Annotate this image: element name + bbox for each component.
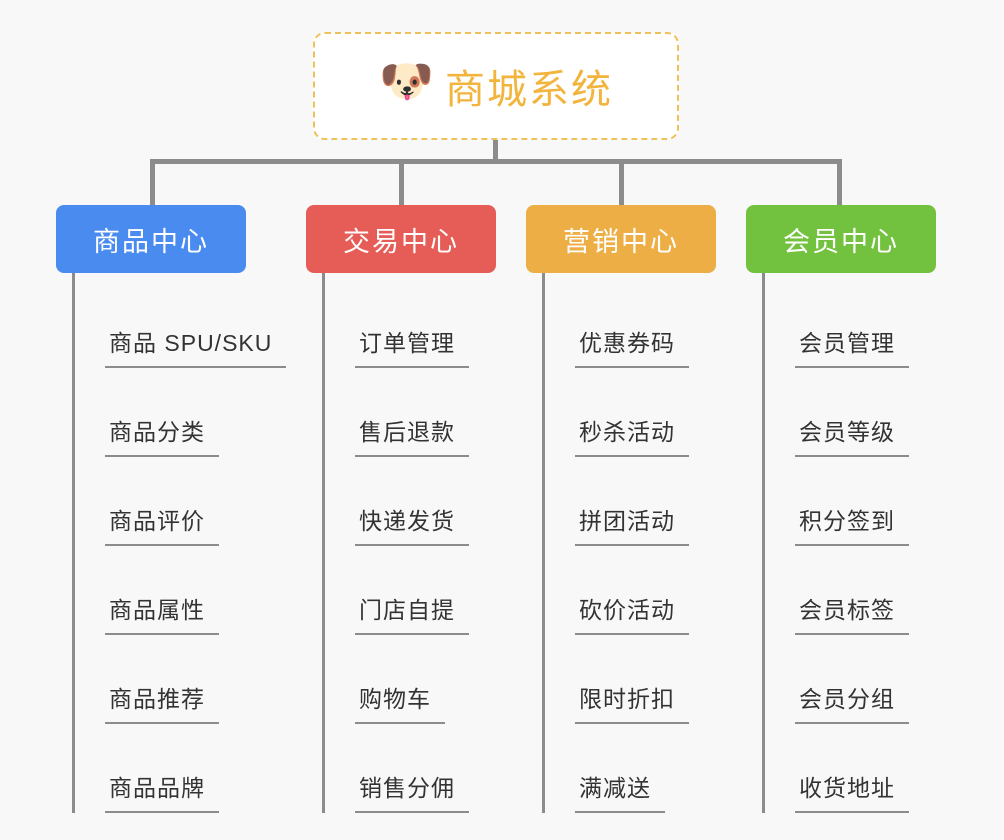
connector-drop-product-center [150, 159, 155, 207]
connector-drop-trade-center [399, 159, 404, 207]
leaf-label: 商品品牌 [109, 775, 205, 801]
branch-product-center: 商品中心 商品 SPU/SKU 商品分类 商品评价 商品属性 商品推荐 商品品牌 [56, 205, 287, 813]
list-item[interactable]: 会员分组 [765, 635, 936, 724]
list-item[interactable]: 商品品牌 [75, 724, 246, 813]
category-box-product-center[interactable]: 商品中心 [56, 205, 246, 273]
branch-marketing-center: 营销中心 优惠券码 秒杀活动 拼团活动 砍价活动 限时折扣 满减送 [526, 205, 716, 813]
list-item[interactable]: 满减送 [545, 724, 716, 813]
list-item[interactable]: 商品分类 [75, 368, 246, 457]
list-item[interactable]: 商品属性 [75, 546, 246, 635]
leaf-label: 会员标签 [799, 597, 895, 623]
list-item[interactable]: 优惠券码 [545, 279, 716, 368]
leaf-label: 收货地址 [799, 775, 895, 801]
leaf-label: 商品分类 [109, 419, 205, 445]
root-node-card[interactable]: 🐶 商城系统 [313, 32, 679, 140]
list-item[interactable]: 会员标签 [765, 546, 936, 635]
list-item[interactable]: 会员管理 [765, 279, 936, 368]
list-item[interactable]: 拼团活动 [545, 457, 716, 546]
connector-drop-marketing-center [619, 159, 624, 207]
list-item[interactable]: 购物车 [325, 635, 496, 724]
connector-bus [150, 159, 842, 164]
list-item[interactable]: 售后退款 [325, 368, 496, 457]
list-item[interactable]: 限时折扣 [545, 635, 716, 724]
category-label-member-center: 会员中心 [783, 226, 899, 257]
list-item[interactable]: 砍价活动 [545, 546, 716, 635]
leaf-label: 拼团活动 [579, 508, 675, 534]
leaf-label: 商品属性 [109, 597, 205, 623]
list-item[interactable]: 积分签到 [765, 457, 936, 546]
leaf-label: 限时折扣 [579, 686, 675, 712]
leaf-list-member-center: 会员管理 会员等级 积分签到 会员标签 会员分组 收货地址 [762, 273, 936, 813]
root-node-title: 商城系统 [445, 68, 613, 112]
leaf-list-product-center: 商品 SPU/SKU 商品分类 商品评价 商品属性 商品推荐 商品品牌 [72, 273, 287, 813]
leaf-label: 售后退款 [359, 419, 455, 445]
list-item[interactable]: 会员等级 [765, 368, 936, 457]
leaf-label: 会员等级 [799, 419, 895, 445]
connector-drop-member-center [837, 159, 842, 207]
list-item[interactable]: 门店自提 [325, 546, 496, 635]
leaf-label: 商品推荐 [109, 686, 205, 712]
list-item[interactable]: 订单管理 [325, 279, 496, 368]
leaf-label: 满减送 [579, 775, 651, 801]
leaf-label: 订单管理 [359, 330, 455, 356]
leaf-label: 销售分佣 [359, 775, 455, 801]
list-item[interactable]: 商品推荐 [75, 635, 246, 724]
category-label-product-center: 商品中心 [93, 226, 209, 257]
list-item[interactable]: 销售分佣 [325, 724, 496, 813]
leaf-label: 秒杀活动 [579, 419, 675, 445]
dog-face-icon: 🐶 [379, 57, 434, 106]
leaf-label: 优惠券码 [579, 330, 675, 356]
connector-trunk [493, 140, 498, 164]
leaf-label: 快递发货 [359, 508, 455, 534]
category-box-member-center[interactable]: 会员中心 [746, 205, 936, 273]
leaf-list-marketing-center: 优惠券码 秒杀活动 拼团活动 砍价活动 限时折扣 满减送 [542, 273, 716, 813]
category-label-trade-center: 交易中心 [343, 226, 459, 257]
category-box-marketing-center[interactable]: 营销中心 [526, 205, 716, 273]
list-item[interactable]: 快递发货 [325, 457, 496, 546]
leaf-label: 会员分组 [799, 686, 895, 712]
branch-member-center: 会员中心 会员管理 会员等级 积分签到 会员标签 会员分组 收货地址 [746, 205, 936, 813]
list-item[interactable]: 商品 SPU/SKU [75, 279, 287, 368]
leaf-label: 商品 SPU/SKU [109, 330, 273, 356]
leaf-label: 门店自提 [359, 597, 455, 623]
list-item[interactable]: 收货地址 [765, 724, 936, 813]
list-item[interactable]: 商品评价 [75, 457, 246, 546]
leaf-label: 积分签到 [799, 508, 895, 534]
leaf-list-trade-center: 订单管理 售后退款 快递发货 门店自提 购物车 销售分佣 [322, 273, 496, 813]
leaf-label: 砍价活动 [579, 597, 675, 623]
leaf-label: 购物车 [359, 686, 431, 712]
leaf-label: 商品评价 [109, 508, 205, 534]
category-label-marketing-center: 营销中心 [563, 226, 679, 257]
category-box-trade-center[interactable]: 交易中心 [306, 205, 496, 273]
branch-trade-center: 交易中心 订单管理 售后退款 快递发货 门店自提 购物车 销售分佣 [306, 205, 496, 813]
leaf-label: 会员管理 [799, 330, 895, 356]
list-item[interactable]: 秒杀活动 [545, 368, 716, 457]
